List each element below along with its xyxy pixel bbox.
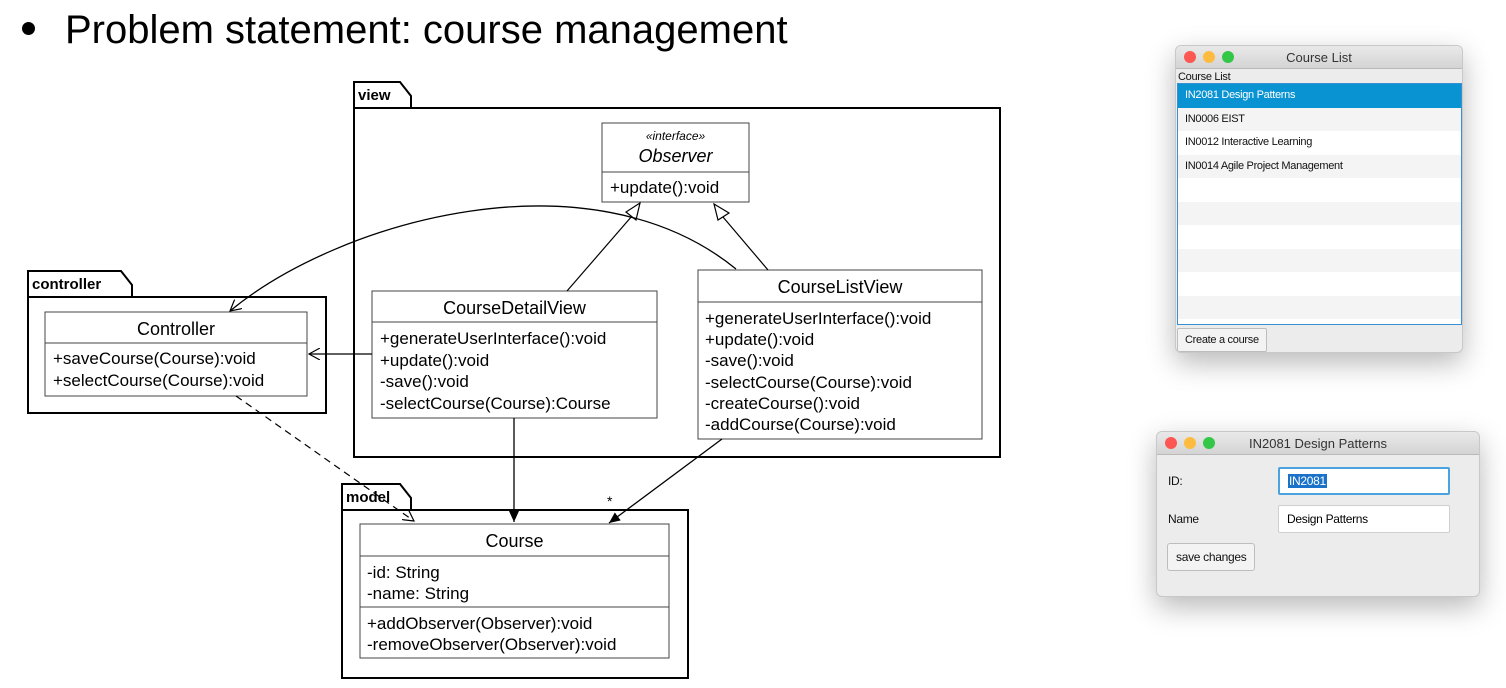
multiplicity-label: * [607, 493, 613, 509]
slide-title: Problem statement: course management [22, 8, 788, 53]
id-label: ID: [1168, 474, 1183, 488]
list-item[interactable]: IN0006 EIST [1178, 107, 1461, 131]
list-item[interactable]: IN0012 Interactive Learning [1185, 136, 1313, 148]
realization-arrowhead [624, 201, 641, 222]
close-icon[interactable] [1165, 437, 1177, 449]
id-field[interactable]: IN2081 [1278, 467, 1450, 495]
controller-method: +selectCourse(Course):void [53, 371, 264, 390]
observer-method: +update():void [610, 178, 719, 197]
close-icon[interactable] [1184, 51, 1196, 63]
course-method: -removeObserver(Observer):void [367, 635, 616, 654]
name-label: Name [1168, 512, 1199, 526]
course-attribute: -name: String [367, 584, 469, 603]
class-course: Course -id: String -name: String +addObs… [359, 523, 670, 659]
window-title: IN2081 Design Patterns [1248, 436, 1388, 451]
window-title: Course List [1286, 50, 1352, 65]
id-value: IN2081 [1288, 474, 1327, 488]
course-list-view-method: -save():void [705, 351, 794, 370]
course-detail-view-name: CourseDetailView [443, 298, 587, 318]
controller-name: Controller [137, 319, 215, 339]
course-detail-window: IN2081 Design Patterns ID: IN2081 Name D… [1156, 431, 1480, 597]
course-detail-view-method: -selectCourse(Course):Course [380, 394, 611, 413]
uml-class-diagram: view controller model «interface» Observ… [27, 81, 1001, 679]
observer-stereotype: «interface» [646, 129, 706, 143]
zoom-icon[interactable] [1203, 437, 1215, 449]
realization-line [566, 215, 633, 292]
course-list-view-method: +generateUserInterface():void [705, 309, 931, 328]
course-attribute: -id: String [367, 563, 440, 582]
minimize-icon[interactable] [1184, 437, 1196, 449]
course-name: Course [485, 531, 543, 551]
controller-method: +saveCourse(Course):void [53, 349, 256, 368]
course-list-view-method: +update():void [705, 330, 814, 349]
dependency-line [235, 395, 414, 521]
course-detail-titlebar: IN2081 Design Patterns [1157, 432, 1479, 455]
list-item[interactable]: IN0014 Agile Project Management [1178, 154, 1461, 178]
package-view-label: view [358, 87, 391, 104]
relationships: * [230, 201, 769, 524]
course-list-view-method: -addCourse(Course):void [705, 415, 896, 434]
association-line [608, 438, 723, 524]
zoom-icon[interactable] [1222, 51, 1234, 63]
course-list[interactable]: IN2081 Design Patterns IN0006 EIST IN001… [1177, 83, 1462, 325]
package-controller-label: controller [32, 276, 101, 293]
course-detail-view-method: +update():void [380, 351, 489, 370]
course-detail-view-method: -save():void [380, 372, 469, 391]
slide-title-text: Problem statement: course management [65, 8, 788, 52]
empty-row [1178, 295, 1461, 319]
course-list-titlebar: Course List [1176, 46, 1462, 69]
save-changes-button[interactable]: save changes [1167, 543, 1256, 571]
class-course-list-view: CourseListView +generateUserInterface():… [697, 269, 983, 440]
package-controller: controller [27, 270, 327, 414]
course-list-window: Course List Course List IN2081 Design Pa… [1175, 45, 1463, 353]
list-item[interactable]: IN2081 Design Patterns [1178, 84, 1461, 108]
empty-row [1178, 272, 1461, 296]
package-view: view [353, 81, 1001, 458]
package-model-label: model [346, 489, 390, 506]
empty-row [1178, 201, 1461, 225]
empty-row [1178, 178, 1461, 202]
course-list-view-name: CourseListView [778, 277, 904, 297]
bullet-icon [22, 21, 35, 35]
class-controller: Controller +saveCourse(Course):void +sel… [44, 311, 308, 397]
empty-row [1178, 248, 1461, 272]
class-observer: «interface» Observer +update():void [601, 122, 750, 203]
realization-line [722, 216, 769, 271]
minimize-icon[interactable] [1203, 51, 1215, 63]
course-list-view-method: -createCourse():void [705, 394, 860, 413]
course-list-view-method: -selectCourse(Course):void [705, 373, 912, 392]
course-list-label: Course List [1178, 71, 1231, 83]
observer-name: Observer [638, 146, 713, 166]
create-course-button[interactable]: Create a course [1177, 328, 1267, 352]
empty-row [1178, 225, 1461, 249]
course-detail-view-method: +generateUserInterface():void [380, 329, 606, 348]
course-method: +addObserver(Observer):void [367, 614, 592, 633]
realization-arrowhead [713, 202, 731, 221]
association-curve [230, 205, 737, 311]
class-course-detail-view: CourseDetailView +generateUserInterface(… [371, 290, 658, 419]
package-model: model [341, 483, 689, 679]
name-field[interactable]: Design Patterns [1278, 505, 1450, 533]
